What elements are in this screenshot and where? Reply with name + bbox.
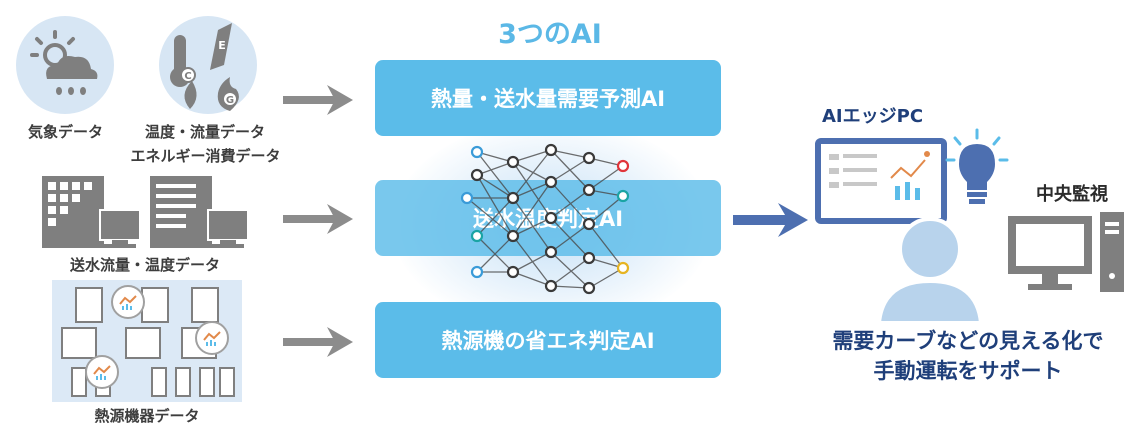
ai-box-energy-saving: 熱源機の省エネ判定AI	[375, 302, 721, 378]
arrow-right-icon	[283, 327, 353, 357]
central-monitor-label: 中央監視	[1036, 184, 1108, 205]
support-message-line2: 手動運転をサポート	[873, 359, 1063, 383]
water-label: 送水流量・温度データ	[69, 256, 220, 274]
heat-machines-icon	[52, 280, 242, 402]
central-monitor-icon	[1008, 212, 1124, 292]
arrow-right-icon	[283, 85, 353, 115]
neural-network-icon	[460, 143, 630, 295]
lightbulb-icon	[945, 128, 1009, 204]
building-monitor-icon	[42, 176, 249, 248]
machines-label: 熱源機器データ	[94, 407, 200, 425]
weather-label: 気象データ	[27, 123, 103, 141]
support-message-line1: 需要カーブなどの見える化で	[832, 329, 1104, 353]
ai-box-demand-forecast: 熱量・送水量需要予測AI	[375, 60, 721, 136]
energy-label: エネルギー消費データ	[130, 147, 281, 165]
arrow-right-icon	[283, 204, 353, 234]
celsius-letter: C	[184, 71, 191, 82]
edge-pc-monitor-icon	[815, 138, 947, 224]
temp-flow-label: 温度・流量データ	[144, 123, 265, 141]
electric-letter: E	[218, 39, 226, 52]
user-icon	[876, 217, 984, 325]
weather-icon	[16, 16, 114, 114]
gas-letter: G	[226, 95, 234, 106]
energy-icon: C E G	[159, 16, 257, 114]
title: 3つのAI	[498, 19, 602, 50]
arrow-right-blue-icon	[733, 203, 808, 237]
edge-pc-label: AIエッジPC	[822, 106, 924, 127]
